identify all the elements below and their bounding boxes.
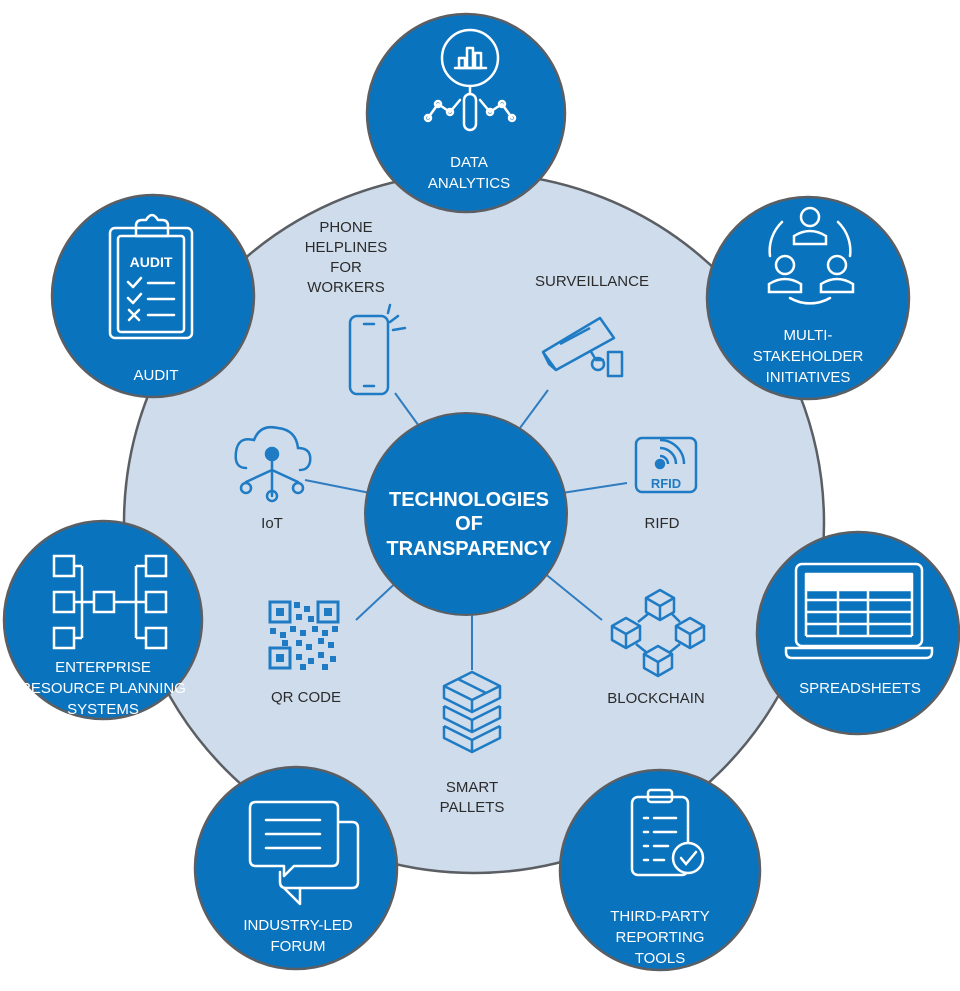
- multi-stakeholder-label-line-3: INITIATIVES: [766, 369, 851, 386]
- magnifier-chart-icon: [423, 28, 517, 132]
- flowchart-icon: [52, 554, 168, 650]
- third-party-circle: [558, 768, 762, 972]
- industry-forum-label-line-1: INDUSTRY-LED: [243, 917, 352, 934]
- multi-stakeholder-circle: [705, 195, 911, 401]
- smartphone-icon: [348, 303, 407, 396]
- data-analytics-label-line-2: ANALYTICS: [428, 175, 510, 192]
- inner-item-qr-code: QR CODE: [268, 600, 341, 706]
- cloud-network-icon: [234, 426, 312, 503]
- pallets-label-line-1: SMART: [446, 779, 498, 796]
- chat-bubbles-icon: [248, 800, 360, 906]
- erp-label-line-3: SYSTEMS: [67, 701, 139, 718]
- erp-label-line-1: ENTERPRISE: [55, 659, 151, 676]
- inner-item-blockchain: BLOCKCHAIN: [607, 588, 706, 707]
- inner-item-iot: IoT: [234, 426, 312, 532]
- pallets-label-line-2: PALLETS: [440, 799, 505, 816]
- center-title-line-2: OF: [455, 513, 483, 535]
- qr-code-label: QR CODE: [271, 689, 341, 706]
- inner-item-phone-helplines: PHONE HELPLINES FOR WORKERS: [305, 219, 407, 396]
- center-circle: [364, 412, 568, 616]
- audit-clipboard-icon: AUDIT: [108, 213, 194, 340]
- stacked-pallets-icon: [442, 670, 502, 754]
- outer-item-audit: AUDIT AUDIT: [50, 193, 256, 399]
- phone-label-line-3: FOR: [330, 259, 362, 276]
- qr-code-icon: [268, 600, 340, 670]
- spreadsheets-circle: [755, 530, 960, 736]
- data-analytics-label-line-1: DATA: [450, 154, 488, 171]
- rfid-label: RIFD: [645, 515, 680, 532]
- industry-forum-label-line-2: FORUM: [271, 938, 326, 955]
- center-title-line-3: TRANSPARENCY: [386, 538, 552, 560]
- center-hub: TECHNOLOGIES OF TRANSPARENCY: [364, 412, 568, 616]
- iot-label: IoT: [261, 515, 283, 532]
- outer-item-third-party: THIRD-PARTY REPORTING TOOLS: [558, 768, 762, 972]
- inner-item-rfid: RFID RIFD: [634, 436, 698, 532]
- spreadsheets-label: SPREADSHEETS: [799, 680, 921, 697]
- phone-label-line-2: HELPLINES: [305, 239, 388, 256]
- svg-text:RFID: RFID: [651, 476, 681, 491]
- third-party-label-line-3: TOOLS: [635, 950, 686, 967]
- surveillance-label: SURVEILLANCE: [535, 273, 649, 290]
- multi-stakeholder-label-line-1: MULTI-: [784, 327, 833, 344]
- inner-item-surveillance: SURVEILLANCE: [535, 273, 649, 378]
- center-title-line-1: TECHNOLOGIES: [389, 489, 549, 511]
- clipboard-check-icon: [630, 788, 705, 877]
- erp-label-line-2: RESOURCE PLANNING: [20, 680, 186, 697]
- connector-blockchain: [537, 567, 603, 621]
- outer-item-industry-forum: INDUSTRY-LED FORUM: [193, 765, 399, 971]
- blockchain-icon: [610, 588, 706, 678]
- audit-badge-text: AUDIT: [130, 254, 173, 270]
- third-party-label-line-1: THIRD-PARTY: [610, 908, 709, 925]
- third-party-label-line-2: REPORTING: [616, 929, 705, 946]
- industry-forum-circle: [193, 765, 399, 971]
- connector-iot: [304, 479, 371, 494]
- phone-label-line-1: PHONE: [319, 219, 372, 236]
- security-camera-icon: [541, 316, 624, 378]
- rfid-tag-icon: RFID: [634, 436, 698, 494]
- multi-stakeholder-label-line-2: STAKEHOLDER: [753, 348, 864, 365]
- outer-item-erp: ENTERPRISE RESOURCE PLANNING SYSTEMS: [2, 519, 204, 721]
- outer-item-multi-stakeholder: MULTI- STAKEHOLDER INITIATIVES: [705, 195, 911, 401]
- blockchain-label: BLOCKCHAIN: [607, 690, 705, 707]
- outer-item-data-analytics: DATA ANALYTICS: [365, 12, 567, 214]
- laptop-spreadsheet-icon: [784, 562, 934, 660]
- inner-item-smart-pallets: SMART PALLETS: [440, 670, 505, 816]
- outer-item-spreadsheets: SPREADSHEETS: [755, 530, 960, 736]
- audit-circle: [50, 193, 256, 399]
- connector-rfid: [561, 482, 628, 494]
- phone-label-line-4: WORKERS: [307, 279, 385, 296]
- audit-label: AUDIT: [134, 367, 179, 384]
- data-analytics-circle: [365, 12, 567, 214]
- people-network-icon: [767, 206, 855, 305]
